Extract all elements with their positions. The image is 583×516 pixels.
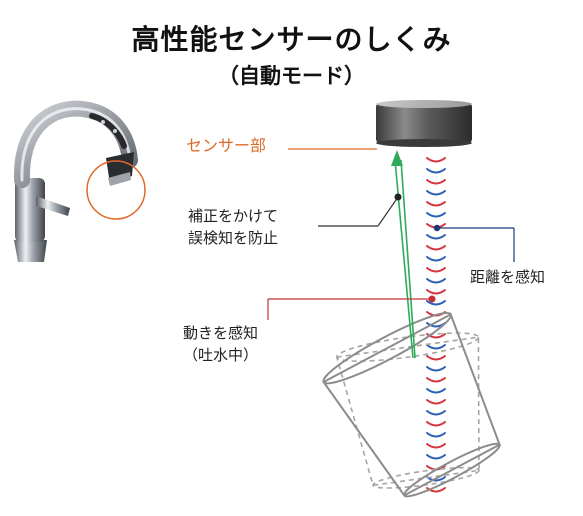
diagram-title: 高性能センサーのしくみ	[131, 23, 452, 56]
wave-arc	[426, 245, 446, 251]
wave-arc	[426, 366, 446, 372]
wave-arc	[426, 333, 446, 339]
wave-arc	[426, 201, 446, 207]
distance-label: 距離を感知	[470, 268, 546, 286]
arrow-head-icon	[391, 150, 403, 166]
diagram-subtitle: （自動モード）	[218, 64, 365, 88]
wave-arc	[426, 399, 446, 405]
faucet-icon	[13, 100, 146, 262]
wave-arc	[426, 410, 446, 416]
wave-arc	[426, 355, 446, 361]
correction-label-line2: 誤検知を防止	[188, 229, 279, 247]
sensor-part-label: センサー部	[186, 136, 267, 155]
wave-arc	[426, 168, 446, 174]
wave-arc	[426, 190, 446, 196]
motion-leader	[267, 295, 436, 320]
detection-arrows	[391, 150, 416, 359]
wave-arc	[426, 300, 446, 306]
wave-arc	[426, 432, 446, 438]
wave-arc	[426, 454, 446, 460]
wave-arc	[426, 267, 446, 273]
motion-label-line1: 動きを感知	[183, 324, 259, 342]
sensor-cylinder-icon	[376, 100, 472, 147]
wave-arc	[426, 344, 446, 350]
wave-arc	[426, 212, 446, 218]
wave-arc	[426, 289, 446, 295]
wave-arc	[426, 377, 446, 383]
motion-label-line2: （吐水中）	[183, 346, 259, 364]
wave-arc	[426, 278, 446, 284]
wave-arc	[426, 234, 446, 240]
sensor-highlight-circle	[86, 160, 146, 220]
cup-icon	[322, 312, 501, 498]
correction-leader	[318, 193, 402, 227]
correction-label-line1: 補正をかけて	[188, 207, 279, 225]
wave-arc	[426, 256, 446, 262]
wave-arc	[426, 388, 446, 394]
wave-arc	[426, 179, 446, 185]
wave-arc	[426, 421, 446, 427]
distance-leader	[433, 224, 515, 262]
wave-arc	[426, 157, 446, 163]
motion-label: 動きを感知 （吐水中）	[183, 322, 258, 366]
wave-arc	[426, 443, 446, 449]
correction-label: 補正をかけて 誤検知を防止	[188, 205, 278, 249]
